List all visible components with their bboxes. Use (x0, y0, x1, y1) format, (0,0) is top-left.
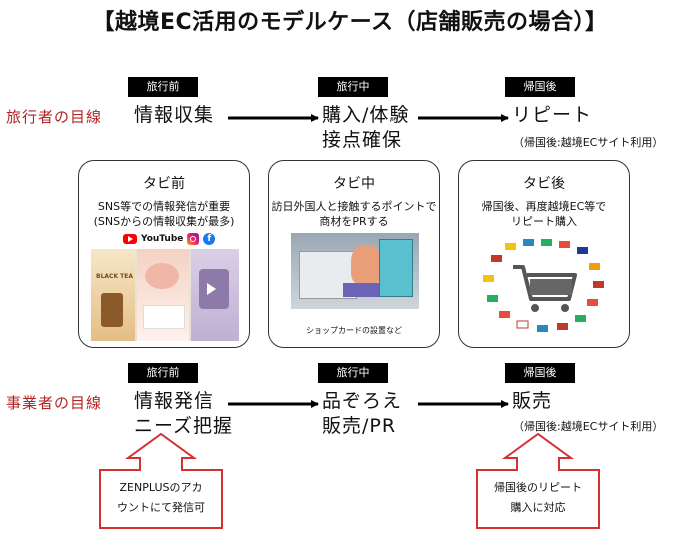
card-text-line-1: SNS等での情報発信が重要 (97, 200, 231, 213)
card-text-line-1: 訪日外国人と接触するポイントで (271, 200, 437, 213)
business-during-text-1: 品ぞろえ (322, 390, 403, 412)
youtube-icon (123, 234, 137, 244)
traveler-during-text-2: 接点確保 (322, 129, 403, 151)
facebook-icon: f (203, 233, 216, 245)
social-icons: YouTube f (123, 233, 216, 245)
card-text-line-2: リピート購入 (511, 215, 577, 228)
hands-photo (137, 249, 189, 341)
callout-zenplus-text: ZENPLUSのアカ ウントにて発信可 (100, 478, 222, 518)
callout-line-1: 帰国後のリピート (494, 481, 582, 494)
callout-line-1: ZENPLUSのアカ (119, 481, 203, 494)
page-title: 【越境EC活用のモデルケース（店舗販売の場合）】 (92, 10, 608, 35)
traveler-row-label: 旅行者の目線 (6, 108, 103, 126)
business-before-text-2: ニーズ把握 (134, 415, 234, 437)
traveler-tag-before: 旅行前 (128, 77, 198, 97)
tea-photo: BLACK TEA (91, 249, 135, 341)
card-title: タビ中 (333, 176, 375, 192)
card-text-line-2: (SNSからの情報収集が最多) (93, 215, 235, 228)
shop-card-caption: ショップカードの設置など (306, 326, 402, 335)
business-tag-during: 旅行中 (318, 363, 388, 383)
youtube-wordmark: YouTube (141, 234, 184, 244)
traveler-during-text-1: 購入/体験 (322, 104, 410, 126)
product-photo (191, 249, 239, 341)
social-post-photos: BLACK TEA (91, 249, 239, 341)
shop-card-photo (291, 233, 419, 309)
card-title: タビ前 (143, 176, 185, 192)
traveler-after-text: リピート (512, 104, 593, 126)
business-after-note: （帰国後:越境ECサイト利用） (513, 420, 664, 433)
business-during-text-2: 販売/PR (322, 415, 397, 437)
card-title: タビ後 (523, 176, 565, 192)
traveler-tag-during: 旅行中 (318, 77, 388, 97)
business-tag-before: 旅行前 (128, 363, 198, 383)
callout-line-2: ウントにて発信可 (117, 501, 205, 514)
shopping-cart-icon (513, 265, 577, 312)
business-after-text: 販売 (512, 390, 553, 412)
card-tabi-naka: タビ中 訪日外国人と接触するポイントで 商材をPRする ショップカードの設置など (268, 160, 440, 348)
callout-repeat-text: 帰国後のリピート 購入に対応 (477, 478, 599, 518)
business-tag-after: 帰国後 (505, 363, 575, 383)
callout-line-2: 購入に対応 (510, 501, 566, 514)
shopping-cart-flags-illustration (483, 239, 604, 332)
instagram-icon (187, 233, 200, 245)
traveler-after-note: （帰国後:越境ECサイト利用） (513, 136, 664, 149)
card-tabi-mae: タビ前 SNS等での情報発信が重要 (SNSからの情報収集が最多) YouTub… (78, 160, 250, 348)
business-before-text-1: 情報発信 (134, 390, 215, 412)
card-tabi-ato: タビ後 帰国後、再度越境EC等で リピート購入 (458, 160, 630, 348)
card-text-line-2: 商材をPRする (319, 215, 389, 228)
traveler-tag-after: 帰国後 (505, 77, 575, 97)
callout-repeat (476, 432, 600, 529)
business-row-label: 事業者の目線 (6, 394, 103, 412)
card-text-line-1: 帰国後、再度越境EC等で (481, 200, 607, 213)
callout-zenplus (99, 432, 223, 529)
traveler-before-text: 情報収集 (134, 104, 215, 126)
tea-photo-text: BLACK TEA (96, 273, 134, 280)
